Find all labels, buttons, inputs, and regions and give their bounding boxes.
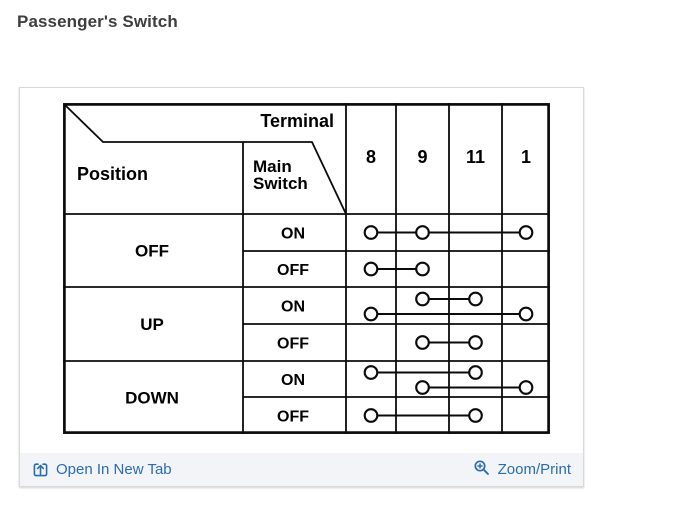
open-in-new-tab-icon	[33, 463, 48, 477]
table-outer-border	[63, 103, 550, 434]
header-diagonal-divider	[63, 103, 347, 215]
terminal-contact-circle	[363, 408, 379, 423]
main-switch-state-label: OFF	[277, 336, 309, 353]
terminal-contact-circle	[518, 225, 534, 240]
terminal-contact-circle	[518, 380, 534, 395]
terminal-contact-circle	[468, 335, 483, 350]
position-label: DOWN	[125, 389, 179, 408]
terminal-contact-circle	[468, 408, 483, 423]
terminal-contact-circle	[415, 261, 430, 277]
terminal-contact-circle	[363, 306, 379, 322]
diagram-card: Terminal Position Main Switch 8 9 11 1 O…	[19, 87, 584, 487]
page-title: Passenger's Switch	[17, 12, 178, 31]
table-horizontal-lines	[63, 213, 550, 398]
main-switch-state-label: ON	[281, 299, 305, 316]
zoom-print-label: Zoom/Print	[497, 461, 571, 478]
main-switch-state-label: OFF	[277, 262, 309, 279]
terminal-number: 9	[417, 147, 427, 167]
terminal-contact-circle	[363, 365, 379, 380]
terminal-number: 11	[466, 147, 485, 167]
terminal-contact-circle	[415, 225, 430, 240]
terminal-number: 1	[521, 147, 531, 167]
terminal-number: 8	[366, 147, 376, 167]
main-switch-state-label: ON	[281, 226, 305, 243]
main-switch-state-label: ON	[281, 372, 305, 389]
terminal-contact-circle	[415, 335, 430, 350]
switch-continuity-table: Terminal Position Main Switch 8 9 11 1 O…	[63, 103, 550, 434]
card-footer-bar: Open In New Tab Zoom/Print	[20, 453, 583, 486]
main-switch-state-label: OFF	[277, 409, 309, 426]
continuity-connections	[363, 225, 534, 423]
open-in-new-tab-link[interactable]: Open In New Tab	[32, 461, 172, 478]
open-in-new-tab-label: Open In New Tab	[56, 461, 172, 478]
terminal-contact-circle	[468, 365, 483, 380]
terminal-contact-circle	[363, 225, 379, 240]
terminal-header-label: Terminal	[260, 111, 334, 131]
position-label: OFF	[135, 242, 169, 261]
main-switch-header-line2: Switch	[253, 174, 308, 193]
zoom-in-icon	[474, 460, 489, 475]
zoom-print-link[interactable]: Zoom/Print	[473, 459, 571, 480]
terminal-contact-circle	[363, 261, 379, 277]
main-switch-header-line1: Main	[253, 157, 292, 176]
terminal-contact-circle	[415, 380, 430, 395]
terminal-contact-circle	[518, 306, 534, 322]
terminal-contact-circle	[415, 291, 430, 307]
terminal-contact-circle	[468, 291, 483, 307]
position-label: UP	[140, 315, 164, 334]
position-header-label: Position	[77, 164, 148, 184]
